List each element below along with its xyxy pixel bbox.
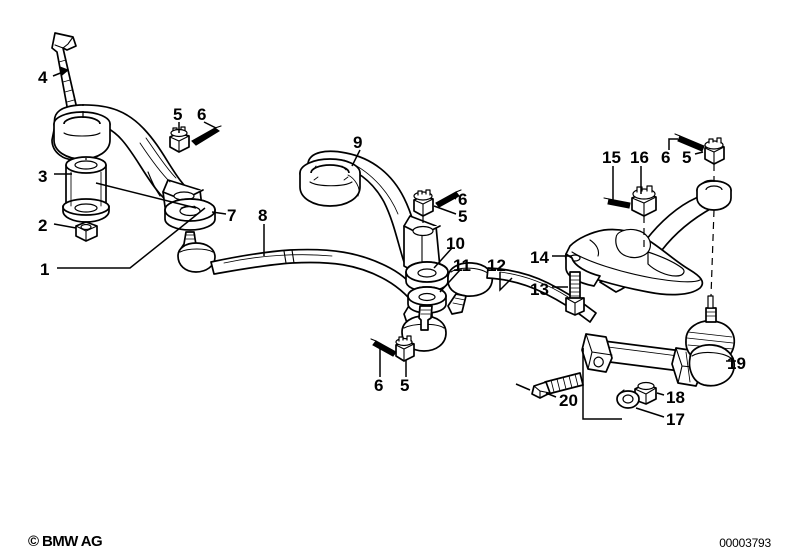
callout-4: 4 [38,68,48,87]
callout-5b: 5 [458,207,467,226]
part-16-castle-nut [631,185,657,217]
copyright-notice: © BMW AG [28,533,103,550]
part-right-control-arm [564,179,732,296]
callout-13: 13 [530,280,549,299]
callout-5a: 5 [173,105,182,124]
part-6c-split-pin [370,338,397,357]
part-11-washer [407,286,447,314]
part-9-idler-arm [299,150,441,277]
bracket-17-18 [582,348,622,420]
callout-6c: 6 [374,376,383,395]
callout-6d: 6 [661,148,670,167]
callout-20: 20 [559,391,578,410]
callout-1: 1 [40,260,49,279]
callout-18: 18 [666,388,685,407]
callout-2: 2 [38,216,47,235]
callout-10: 10 [446,234,465,253]
part-18-hex-nut [634,381,657,405]
part-stud-lower [418,305,433,331]
callout-16: 16 [630,148,649,167]
part-17-lock-washer [616,389,640,409]
leader-lines [52,66,736,418]
part-6b-split-pin [435,189,462,208]
callout-15: 15 [602,148,621,167]
part-15-split-pin [603,197,631,209]
callout-19: 19 [727,354,746,373]
callout-6b: 6 [458,190,467,209]
callout-6a: 6 [197,105,206,124]
part-19-right-tie-rod-end [685,295,736,387]
callout-11: 11 [453,256,471,275]
part-20-clamp-bolt [531,372,584,399]
callout-5c: 5 [400,376,409,395]
callout-7: 7 [227,206,236,225]
callout-17: 17 [666,410,685,429]
part-13-hex-bolt [565,271,585,316]
part-3-rubber-bushing [62,156,110,223]
callout-12: 12 [487,256,506,275]
callout-8: 8 [258,206,267,225]
callout-9: 9 [353,133,362,152]
part-2-self-locking-nut [75,221,98,242]
callout-3: 3 [38,167,47,186]
callout-14: 14 [530,248,549,267]
part-5d-castle-nut [704,137,725,165]
callout-5d: 5 [682,148,691,167]
drawing-number: 00003793 [719,536,771,550]
part-7-washer [164,198,216,231]
part-5c-castle-nut [395,335,415,362]
part-6d-split-pin [674,133,705,152]
align-line-19 [710,209,715,297]
part-5b-castle-nut [413,189,434,217]
